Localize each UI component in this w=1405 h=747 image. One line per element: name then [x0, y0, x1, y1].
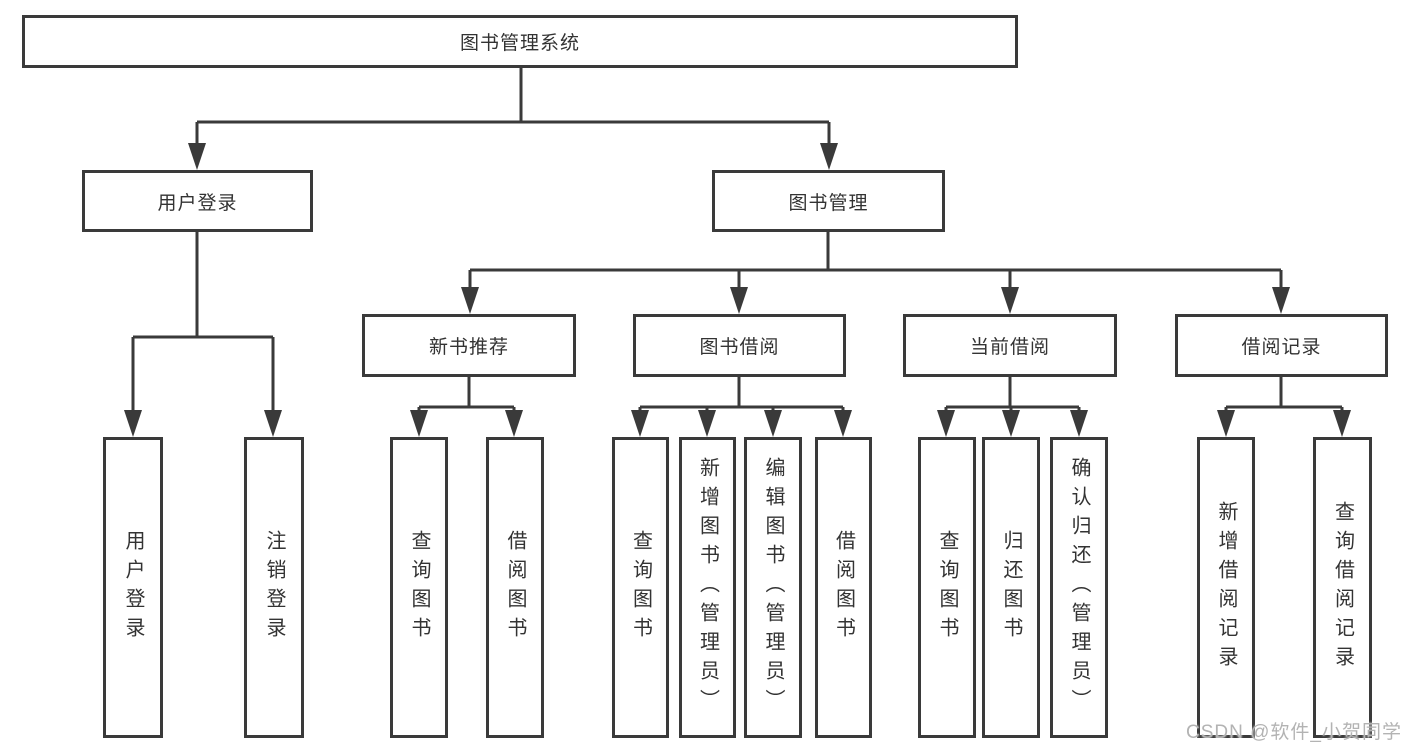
leaf-label: 新增图书（管理员）	[696, 457, 719, 718]
leaf-label: 用户登录	[122, 529, 144, 646]
node-leaf-query-books-1: 查询图书	[390, 437, 448, 738]
leaf-label: 查询图书	[629, 529, 652, 646]
leaf-label: 查询借阅记录	[1331, 500, 1354, 675]
node-book-borrowing: 图书借阅	[633, 314, 846, 377]
node-library-management-system: 图书管理系统	[22, 15, 1018, 68]
csdn-watermark: CSDN @软件_小贺同学	[1186, 722, 1402, 743]
node-leaf-query-books-3: 查询图书	[918, 437, 976, 738]
node-book-management: 图书管理	[712, 170, 945, 232]
node-leaf-logout: 注销登录	[244, 437, 304, 738]
node-leaf-add-books-admin: 新增图书（管理员）	[679, 437, 736, 738]
connector-user-login-to-leaves	[124, 232, 282, 437]
leaf-label: 新增借阅记录	[1215, 500, 1237, 675]
leaf-label: 确认归还（管理员）	[1068, 457, 1090, 718]
leaf-label: 归还图书	[1000, 529, 1022, 646]
node-leaf-confirm-return-admin: 确认归还（管理员）	[1050, 437, 1108, 738]
connector-root-to-level2	[188, 68, 838, 170]
node-leaf-borrow-books-2: 借阅图书	[815, 437, 872, 738]
leaf-label: 查询图书	[408, 529, 430, 646]
node-current-borrowing: 当前借阅	[903, 314, 1117, 377]
connector-new-book-rec-to-leaves	[410, 377, 523, 437]
connector-book-borrow-to-leaves	[631, 377, 852, 437]
connector-book-mgmt-to-level3	[461, 232, 1290, 314]
leaf-label: 查询图书	[936, 529, 958, 646]
node-user-login: 用户登录	[82, 170, 313, 232]
node-borrowing-records: 借阅记录	[1175, 314, 1388, 377]
leaf-label: 借阅图书	[504, 529, 526, 646]
leaf-label: 注销登录	[263, 529, 285, 646]
leaf-label: 借阅图书	[832, 529, 855, 646]
node-leaf-add-borrow-record: 新增借阅记录	[1197, 437, 1255, 738]
node-leaf-borrow-books-1: 借阅图书	[486, 437, 544, 738]
node-leaf-query-books-2: 查询图书	[612, 437, 669, 738]
leaf-label: 编辑图书（管理员）	[762, 457, 784, 718]
node-leaf-edit-books-admin: 编辑图书（管理员）	[744, 437, 802, 738]
node-new-book-recommend: 新书推荐	[362, 314, 576, 377]
connector-current-borrow-to-leaves	[937, 377, 1088, 437]
node-leaf-return-books: 归还图书	[982, 437, 1040, 738]
node-leaf-query-borrow-record: 查询借阅记录	[1313, 437, 1372, 738]
connector-borrow-records-to-leaves	[1217, 377, 1351, 437]
node-leaf-user-login: 用户登录	[103, 437, 163, 738]
